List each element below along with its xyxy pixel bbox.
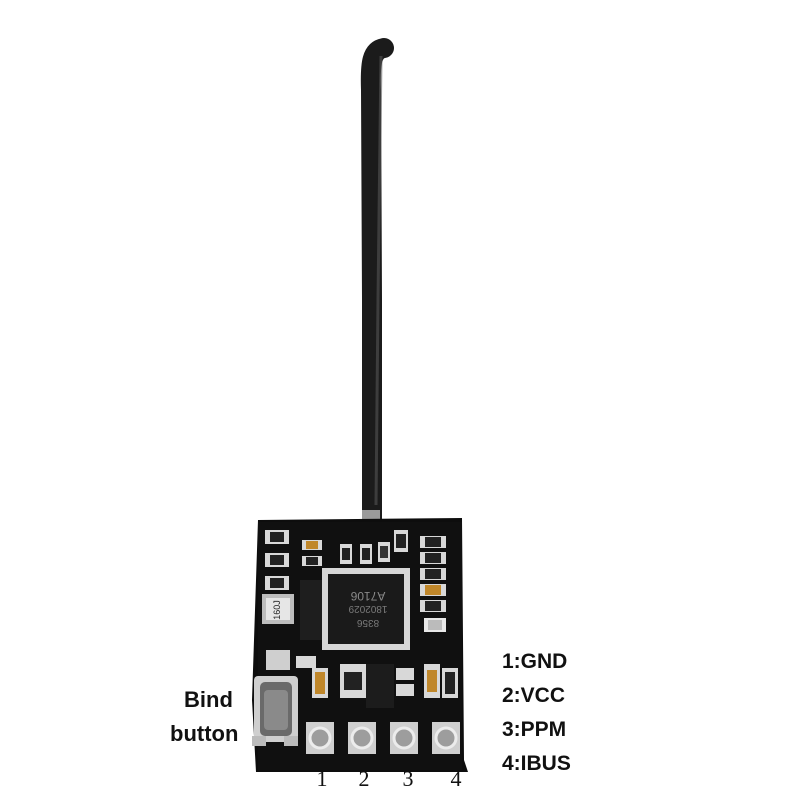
pinout-gnd: 1:GND: [502, 650, 568, 673]
smd-components-left: [265, 530, 289, 590]
pad-2: [350, 726, 374, 750]
rf-chip: A7106 1802029 8356: [322, 568, 410, 650]
solder-pads: [306, 722, 460, 754]
smd-components-right: [420, 536, 446, 632]
bind-button-component: [252, 676, 298, 746]
crystal-marking: 160J: [272, 600, 282, 620]
pinout-vcc: 2:VCC: [502, 684, 566, 707]
pin-number-1: 1: [316, 766, 328, 791]
pinout-ibus: 4:IBUS: [502, 752, 571, 775]
pin-number-4: 4: [450, 766, 462, 791]
pin-number-3: 3: [402, 766, 414, 791]
chip-marking-line1: A7106: [350, 589, 385, 603]
copper-trace: [300, 580, 322, 640]
chip-marking-line3: 8356: [356, 617, 379, 628]
pad-3: [392, 726, 416, 750]
smd-components-top: [302, 530, 408, 566]
antenna-highlight: [374, 55, 383, 506]
crystal-component: 160J: [262, 594, 294, 624]
pad-1: [308, 726, 332, 750]
smd-components-bottom: [266, 650, 458, 708]
bind-label-line1: Bind: [184, 687, 233, 712]
antenna-wire: [360, 38, 394, 530]
pinout-ppm: 3:PPM: [502, 718, 567, 741]
bind-label-line2: button: [170, 721, 239, 746]
pad-4: [434, 726, 458, 750]
pin-number-2: 2: [358, 766, 370, 791]
chip-marking-line2: 1802029: [348, 603, 387, 614]
